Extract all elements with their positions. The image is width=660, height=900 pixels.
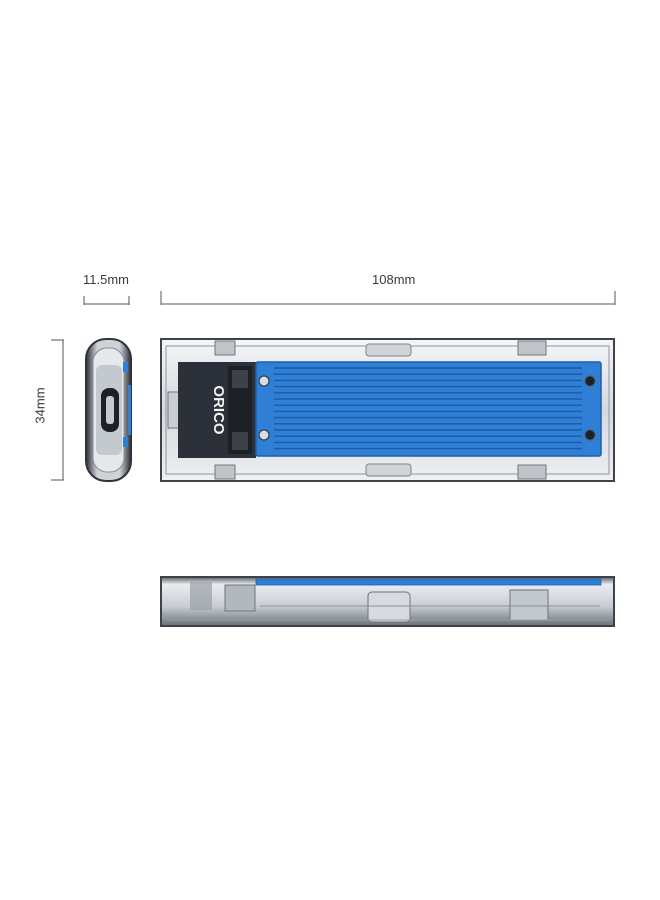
width-dimension-label: 11.5mm bbox=[83, 272, 129, 287]
length-dimension-line bbox=[160, 291, 616, 305]
top-view: ORICO bbox=[160, 338, 615, 482]
side-view bbox=[160, 576, 615, 627]
width-dimension-line bbox=[83, 296, 130, 305]
height-dimension-line bbox=[51, 339, 64, 481]
length-dimension-label: 108mm bbox=[372, 272, 416, 287]
usb-c-port-icon bbox=[101, 388, 119, 432]
heatsink bbox=[255, 361, 602, 457]
end-view bbox=[85, 338, 132, 482]
svg-text:ORICO: ORICO bbox=[210, 385, 227, 435]
screw-icon bbox=[258, 375, 596, 441]
brand-marking: ORICO bbox=[210, 385, 227, 435]
